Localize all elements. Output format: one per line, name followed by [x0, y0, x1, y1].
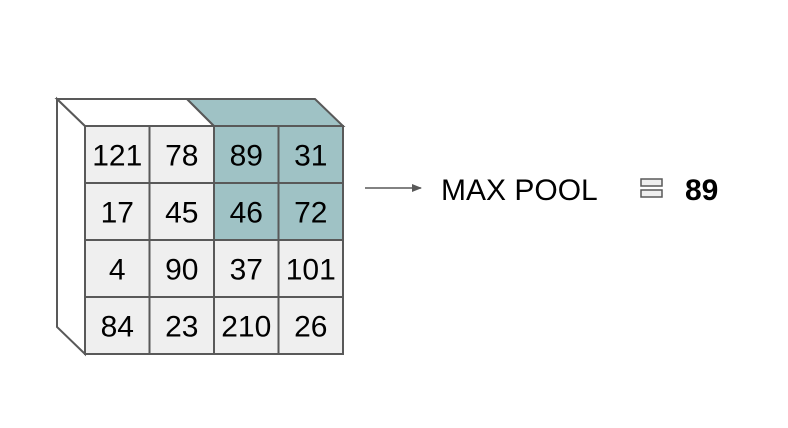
- result-value: 89: [685, 174, 718, 207]
- matrix-cell: [277, 239, 344, 298]
- matrix-side-face: [56, 96, 86, 357]
- matrix-cell-value: 121: [92, 140, 142, 173]
- matrix-cell: [148, 182, 215, 241]
- matrix-cell: [148, 296, 215, 355]
- matrix-cell-value: 89: [230, 140, 263, 173]
- matrix-cell-value: 23: [165, 311, 198, 344]
- matrix-cell-value: 4: [109, 254, 126, 287]
- matrix-cell-value: 101: [286, 254, 336, 287]
- matrix-cell-value: 72: [294, 197, 327, 230]
- matrix-cell-value: 78: [165, 140, 198, 173]
- matrix-cell-value: 90: [165, 254, 198, 287]
- matrix-cell-value: 26: [294, 311, 327, 344]
- matrix-cell-highlighted: [277, 182, 344, 241]
- matrix-cell-value: 45: [165, 197, 198, 230]
- matrix-cell-value: 46: [230, 197, 263, 230]
- matrix-cell-value: 84: [101, 311, 134, 344]
- matrix-cell-highlighted: [277, 125, 344, 184]
- matrix-cell: [277, 296, 344, 355]
- matrix-cell-highlighted: [213, 125, 280, 184]
- matrix-cell-value: 17: [101, 197, 134, 230]
- matrix-cell-highlighted: [213, 182, 280, 241]
- matrix-cell-value: 210: [221, 311, 271, 344]
- matrix-grid: 121 78 89 31 17 45 46 72 4 90 37 101 84 23 210 26: [84, 125, 344, 355]
- max-pool-label: MAX POOL: [441, 174, 598, 207]
- matrix-cell: [213, 296, 280, 355]
- matrix-cell-value: 37: [230, 254, 263, 287]
- equals-icon: [640, 178, 663, 198]
- matrix-cell-value: 31: [294, 140, 327, 173]
- matrix-top-face-highlight: [184, 98, 346, 127]
